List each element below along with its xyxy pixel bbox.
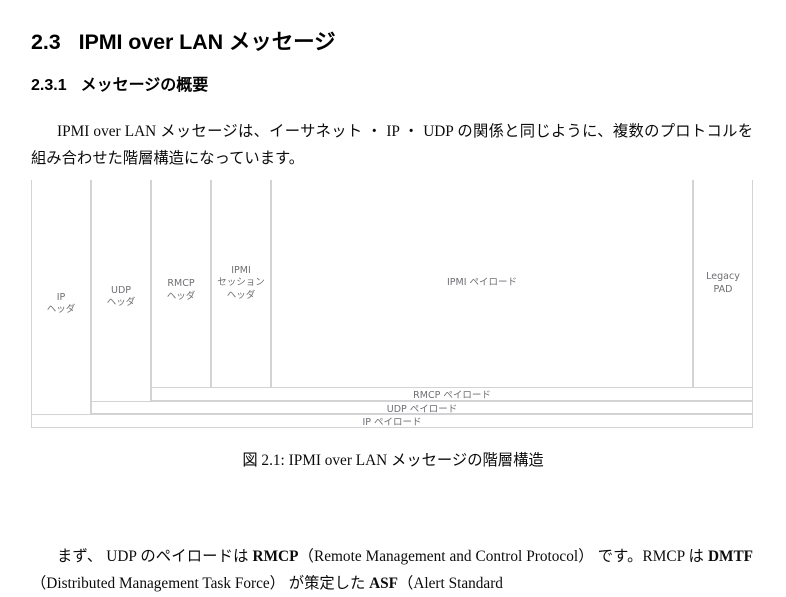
figure-bar-label: RMCP ペイロード: [413, 390, 491, 401]
section-heading-title: IPMI over LAN メッセージ: [78, 29, 336, 54]
figure-bar-rmcp-payload: RMCP ペイロード: [151, 387, 753, 401]
figure-caption: 図 2.1: IPMI over LAN メッセージの階層構造: [242, 452, 544, 469]
figure-bar-udp-payload: UDP ペイロード: [91, 401, 753, 415]
tail-paragraph: まず、 UDP のペイロードは RMCP（Remote Management a…: [31, 548, 753, 593]
subsection-heading-title: メッセージの概要: [80, 77, 209, 94]
section-heading-number: 2.3: [31, 29, 61, 54]
intro-paragraph: IPMI over LAN メッセージは、イーサネット ・ IP ・ UDP の…: [31, 123, 753, 168]
subsection-heading: 2.3.1 メッセージの概要: [31, 77, 208, 95]
figure-bar-label: UDP ペイロード: [386, 403, 458, 415]
section-heading: 2.3 IPMI over LAN メッセージ: [31, 29, 336, 55]
figure-column-ipmi-payload: IPMI ペイロード: [271, 180, 693, 387]
figure-column-label: IPMI ペイロード: [446, 277, 518, 289]
figure-bar-ip-payload: IP ペイロード: [31, 414, 753, 428]
subsection-heading-number: 2.3.1: [31, 77, 67, 94]
document-page: 2.3 IPMI over LAN メッセージ 2.3.1 メッセージの概要 IPM…: [31, 29, 753, 592]
figure-bar-label: IP ペイロード: [362, 417, 422, 428]
